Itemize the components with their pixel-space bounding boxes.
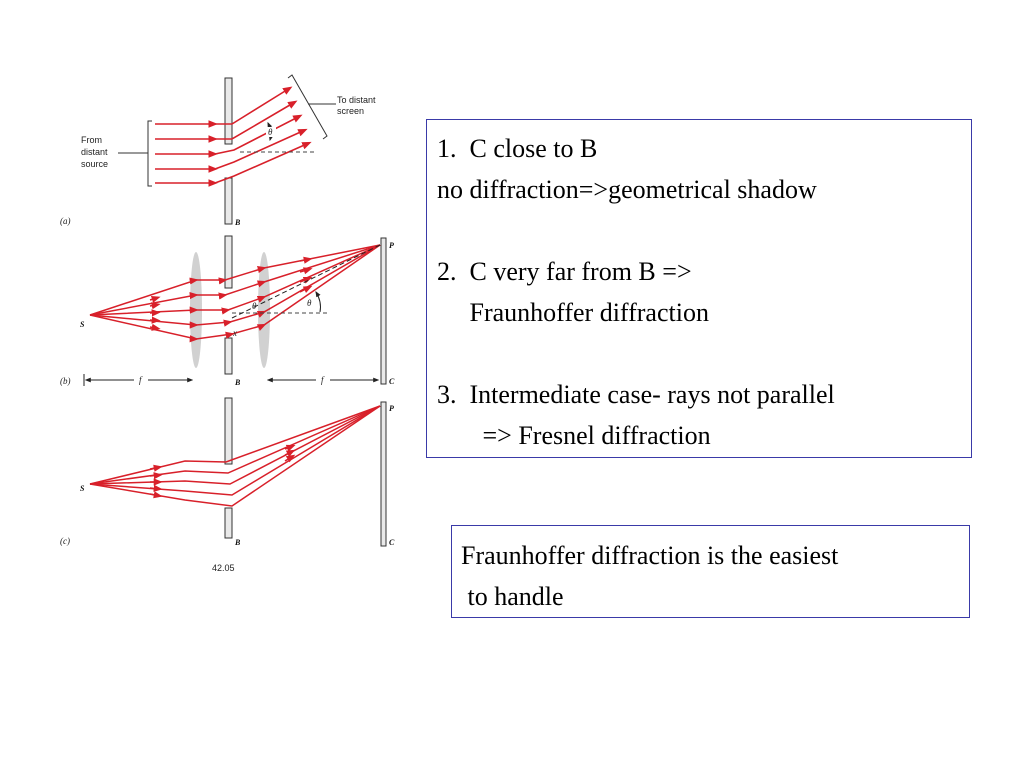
barrier-label-b: B xyxy=(234,378,241,387)
screen-bracket xyxy=(287,74,328,140)
label-from-1: From xyxy=(81,135,102,145)
panel-b: θ θ x S P f f (b) B C xyxy=(60,235,395,387)
diffraction-diagram: θ To distant screen From distant source … xyxy=(60,74,395,573)
label-from-2: distant xyxy=(81,147,108,157)
x-label-b: x xyxy=(232,328,237,338)
explanation-box: 1. C close to B no diffraction=>geometri… xyxy=(426,119,972,458)
explanation-line-2: no diffraction=>geometrical shadow xyxy=(437,175,817,204)
barrier-lower-b xyxy=(224,337,233,375)
point-label-b: P xyxy=(389,241,394,250)
screen-label-c: C xyxy=(389,538,395,547)
panel-a: θ To distant screen From distant source … xyxy=(60,74,376,227)
explanation-line-1: 1. C close to B xyxy=(437,134,598,163)
barrier-upper-c xyxy=(224,397,233,465)
theta-b2: θ xyxy=(307,298,312,308)
panel-c: S P (c) B C 42.05 xyxy=(60,397,395,573)
explanation-line-4: 2. C very far from B => xyxy=(437,257,692,286)
explanation-line-3 xyxy=(437,210,971,251)
theta-arc-b xyxy=(315,290,321,313)
label-to-distant-2: screen xyxy=(337,106,364,116)
explanation-line-7: 3. Intermediate case- rays not parallel xyxy=(437,380,835,409)
explanation-line-8: => Fresnel diffraction xyxy=(437,421,711,450)
explanation-line-6 xyxy=(437,333,971,374)
focal-label-left: f xyxy=(139,375,143,385)
point-label-c: P xyxy=(389,404,394,413)
focal-markers xyxy=(83,374,380,386)
label-to-distant-1: To distant xyxy=(337,95,376,105)
chief-ray-dashed-b xyxy=(231,244,381,319)
panel-label-b: (b) xyxy=(60,376,71,386)
screen-b xyxy=(380,237,387,385)
panel-label-a: (a) xyxy=(60,216,71,226)
panel-label-c: (c) xyxy=(60,536,70,546)
explanation-line-5: Fraunhoffer diffraction xyxy=(437,298,709,327)
rays-diffracted-a xyxy=(214,86,312,184)
theta-b1: θ xyxy=(252,301,257,311)
rays-c xyxy=(89,405,381,507)
rays-b xyxy=(89,244,381,343)
source-label-c: S xyxy=(80,484,85,493)
summary-line-1: Fraunhoffer diffraction is the easiest xyxy=(461,541,839,570)
screen-c xyxy=(380,401,387,547)
barrier-upper-a xyxy=(224,77,233,145)
screen-label-b: C xyxy=(389,377,395,386)
source-bracket xyxy=(147,120,152,187)
focal-label-right: f xyxy=(321,375,325,385)
summary-line-2: to handle xyxy=(461,582,564,611)
source-label-b: S xyxy=(80,320,85,329)
barrier-lower-a xyxy=(224,177,233,225)
label-from-3: source xyxy=(81,159,108,169)
barrier-label-c: B xyxy=(234,538,241,547)
barrier-label-a: B xyxy=(234,218,241,227)
figure-number: 42.05 xyxy=(212,563,235,573)
summary-box: Fraunhoffer diffraction is the easiest t… xyxy=(451,525,970,618)
theta-box-a xyxy=(266,127,276,137)
theta-a: θ xyxy=(268,127,273,137)
rays-incoming-a xyxy=(155,120,218,187)
barrier-lower-c xyxy=(224,507,233,539)
